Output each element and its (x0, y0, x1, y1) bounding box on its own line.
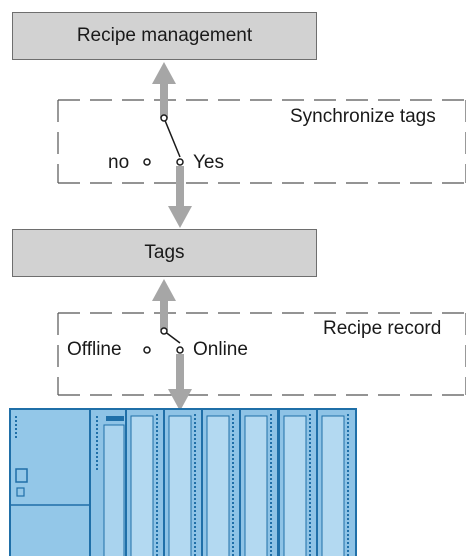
tags-label: Tags (144, 242, 185, 263)
plc-modules (125, 408, 357, 556)
tags-box: Tags (12, 229, 317, 277)
switch-contact-online (176, 346, 184, 354)
plc-io-module (125, 408, 165, 556)
arrow-up-to-recipe-management (152, 62, 176, 118)
recipe-record-frame (57, 312, 466, 396)
switch-contact-yes (176, 158, 184, 166)
plc-io-module (201, 408, 241, 556)
plc-io-module (278, 408, 318, 556)
plc-io-module (316, 408, 357, 556)
recipe-record-label: Recipe record (323, 318, 442, 339)
arrow-down-to-plc (168, 354, 192, 411)
switch-no-label: no (108, 152, 130, 173)
synchronize-tags-frame (57, 99, 466, 184)
synchronize-switch (143, 114, 184, 166)
switch-offline-label: Offline (67, 339, 122, 360)
switch-contact-offline (143, 346, 151, 354)
switch-yes-label: Yes (193, 152, 224, 173)
arrow-down-to-tags (168, 166, 192, 228)
recipe-management-label: Recipe management (76, 25, 253, 46)
recipe-management-box: Recipe management (12, 12, 317, 60)
plc-io-module (163, 408, 203, 556)
arrow-up-to-tags (152, 279, 176, 330)
switch-contact-no (143, 158, 151, 166)
switch-online-label: Online (193, 339, 248, 360)
synchronize-tags-label: Synchronize tags (290, 106, 436, 127)
plc-io-module (239, 408, 279, 556)
recipe-record-switch (143, 327, 184, 354)
